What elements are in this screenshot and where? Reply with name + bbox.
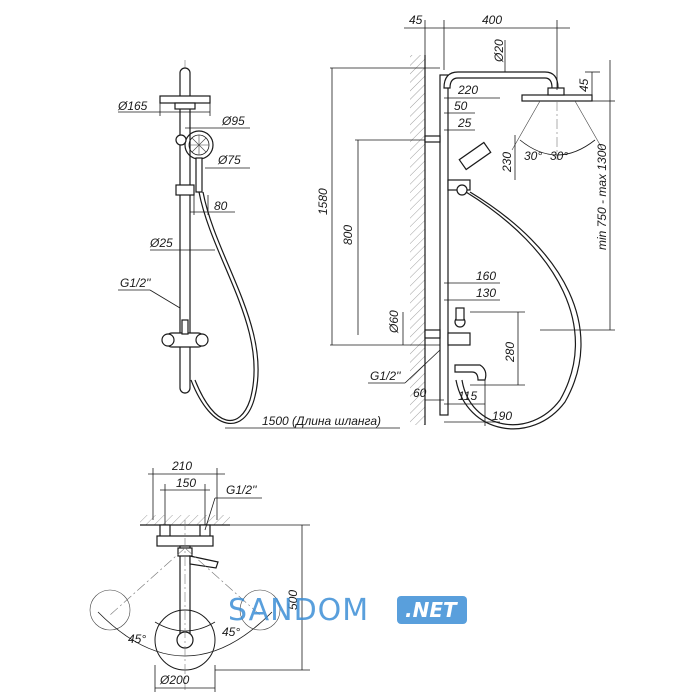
dim-total-height: 1580	[316, 188, 330, 215]
side-angle-right: 30°	[550, 149, 568, 163]
dim-60-diameter: Ø60	[387, 310, 401, 334]
dim-800: 800	[341, 225, 355, 245]
top-angle-left: 45°	[128, 632, 146, 646]
dim-arm-length: 400	[482, 13, 502, 27]
dim-210: 210	[171, 459, 192, 473]
watermark-suffix: .NET	[405, 598, 458, 622]
watermark-brand: SANDOM	[228, 593, 369, 628]
side-angle-left: 30°	[524, 149, 542, 163]
dim-adjust-range: min 750 - max 1300	[595, 144, 609, 250]
side-thread-label: G1/2''	[370, 369, 401, 383]
top-thread-label: G1/2''	[226, 483, 257, 497]
dim-arm-diameter: Ø20	[492, 39, 506, 63]
top-view: 210 150 G1/2'' 500 45° 45° Ø200	[89, 459, 310, 692]
dim-130: 130	[476, 286, 496, 300]
dim-holder: 80	[214, 199, 228, 213]
dim-head-diameter: Ø165	[117, 99, 148, 113]
dim-50: 50	[454, 99, 468, 113]
dim-rod-diameter: Ø25	[149, 236, 173, 250]
dim-hand-shower-diameter: Ø95	[221, 114, 245, 128]
dim-base-diameter: Ø200	[159, 673, 190, 687]
top-angle-right: 45°	[222, 625, 240, 639]
dim-hand-shower-inner: Ø75	[217, 153, 241, 167]
dim-25: 25	[457, 116, 472, 130]
front-view: Ø165 Ø95 Ø75 80 Ø25 G1/2'' 1500 (Длина ш…	[117, 60, 400, 429]
watermark-logo: SANDOM .NET	[228, 593, 467, 628]
dim-wall-offset: 45	[409, 13, 423, 27]
dim-115: 115	[458, 389, 477, 403]
side-view: 30° 30° 45 400 Ø20 45 220 50	[316, 13, 615, 430]
dim-190: 190	[492, 409, 512, 423]
dim-220: 220	[457, 83, 478, 97]
dim-500: 500	[286, 590, 300, 610]
dim-280: 280	[503, 342, 517, 363]
dim-head-height: 45	[577, 78, 591, 92]
watermark-badge	[397, 596, 467, 624]
dim-230: 230	[500, 152, 514, 173]
front-thread-label: G1/2''	[120, 276, 151, 290]
dim-150: 150	[176, 476, 196, 490]
dim-60b: 60	[413, 386, 427, 400]
hose-length-label: 1500 (Длина шланга)	[262, 414, 381, 428]
dim-160: 160	[476, 269, 496, 283]
